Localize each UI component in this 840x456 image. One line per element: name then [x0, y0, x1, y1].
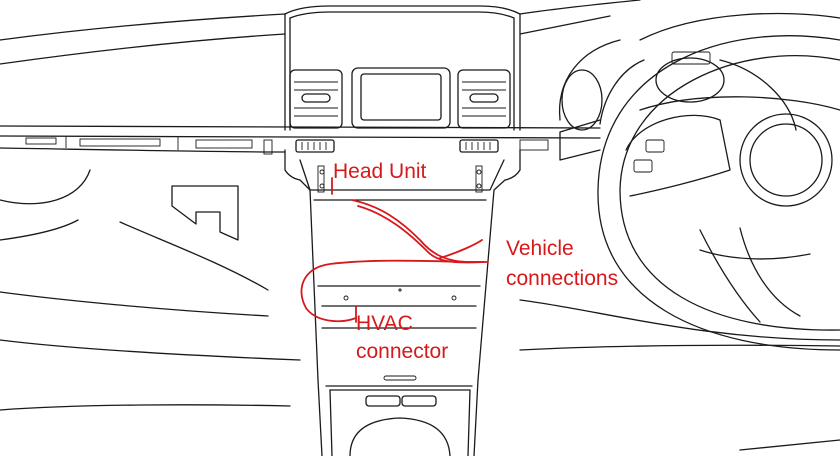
- wire-harness-a: [352, 200, 488, 262]
- left-air-vent: [290, 70, 342, 128]
- label-head-unit: Head Unit: [333, 160, 427, 183]
- hazard-switches: [296, 140, 498, 152]
- right-air-vent: [458, 70, 510, 128]
- label-connections: connections: [506, 267, 618, 290]
- cabin-edges: [520, 300, 840, 450]
- dash-top-lines: [0, 0, 640, 64]
- label-connector: connector: [356, 340, 448, 363]
- wire-tail: [440, 240, 482, 258]
- passenger-dash: [0, 170, 300, 410]
- label-hvac: HVAC: [356, 312, 413, 335]
- lower-console: [318, 380, 478, 456]
- wire-harness-b: [358, 206, 484, 263]
- steering-wheel: [598, 13, 840, 350]
- label-vehicle: Vehicle: [506, 237, 574, 260]
- display-screen: [352, 68, 450, 128]
